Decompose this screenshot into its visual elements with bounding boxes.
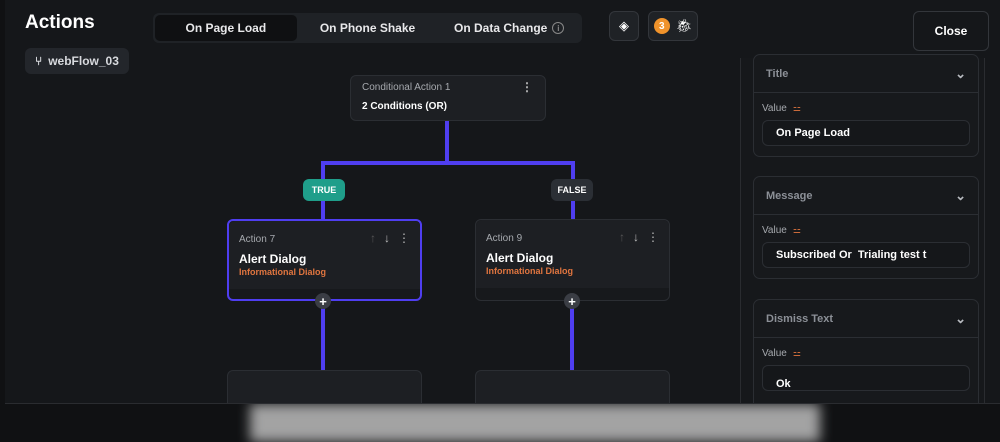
arrow-up-icon[interactable]: ↑ [370, 231, 376, 245]
issue-count-badge: 3 [653, 18, 670, 34]
ai-button[interactable]: ◈ [609, 11, 639, 41]
more-icon[interactable]: ⋮ [398, 231, 410, 245]
action-card-9[interactable]: Action 9 Alert Dialog Informational Dial… [475, 219, 670, 301]
tab-label: On Page Load [185, 21, 267, 35]
tab-label: On Phone Shake [319, 21, 416, 35]
action-subtype: Informational Dialog [486, 266, 574, 276]
more-icon[interactable]: ⋮ [521, 80, 533, 94]
flow-name: webFlow_03 [48, 54, 119, 68]
true-branch-badge: TRUE [303, 179, 345, 201]
dismiss-text-input[interactable]: Ok [762, 365, 970, 391]
action-type: Alert Dialog [239, 252, 307, 266]
action-number: Action 9 [486, 233, 523, 244]
flow-icon: ⑂ [35, 54, 43, 68]
tab-on-data-change[interactable]: On Data Change i [438, 15, 580, 41]
section-title: Title [766, 67, 789, 80]
message-section: Message ⌄ Value ⚍ Subscribed Or Trialing t… [753, 176, 979, 279]
add-action-button[interactable]: + [315, 293, 331, 309]
tab-label: On Data Change [454, 21, 548, 35]
chevron-down-icon[interactable]: ⌄ [955, 310, 966, 326]
section-title: Dismiss Text [766, 312, 834, 325]
value-label: Value [762, 225, 787, 236]
arrow-down-icon[interactable]: ↓ [633, 230, 639, 244]
tab-on-phone-shake[interactable]: On Phone Shake [297, 15, 439, 41]
info-icon[interactable]: i [552, 22, 565, 34]
connector [321, 300, 325, 375]
action-subtype: Informational Dialog [239, 267, 327, 277]
tab-on-page-load[interactable]: On Page Load [155, 15, 297, 41]
variable-icon[interactable]: ⚍ [792, 103, 801, 113]
add-action-button[interactable]: + [564, 293, 580, 309]
chevron-down-icon[interactable]: ⌄ [955, 187, 966, 203]
trigger-tabs: On Page Load On Phone Shake On Data Chan… [153, 13, 582, 43]
connector [445, 120, 449, 164]
value-label: Value [762, 103, 787, 114]
action-card[interactable] [475, 370, 670, 403]
false-branch-badge: FALSE [551, 179, 593, 201]
message-input[interactable]: Subscribed Or Trialing test t [762, 242, 970, 268]
action-card-7[interactable]: Action 7 Alert Dialog Informational Dial… [227, 219, 422, 301]
dismiss-text-section: Dismiss Text ⌄ Value ⚍ Ok [753, 299, 979, 403]
properties-panel: Title ⌄ Value ⚍ On Page Load Message ⌄ Valu… [740, 54, 985, 403]
value-label: Value [762, 348, 787, 359]
background-blur [250, 404, 820, 442]
close-button[interactable]: Close [913, 11, 989, 51]
section-title: Message [766, 189, 813, 202]
variable-icon[interactable]: ⚍ [792, 348, 801, 358]
debug-button[interactable]: 3 🐞︎ [648, 11, 698, 41]
variable-icon[interactable]: ⚍ [792, 225, 801, 235]
conditional-summary: 2 Conditions (OR) [362, 101, 447, 112]
more-icon[interactable]: ⋮ [647, 230, 659, 244]
connector [321, 161, 575, 165]
flow-chip[interactable]: ⑂ webFlow_03 [25, 48, 129, 74]
action-type: Alert Dialog [486, 251, 554, 265]
title-input[interactable]: On Page Load [762, 120, 970, 146]
diamond-icon: ◈ [619, 18, 629, 33]
conditional-action-card[interactable]: Conditional Action 1 2 Conditions (OR) ⋮ [350, 75, 546, 121]
page-title: Actions [25, 12, 95, 33]
arrow-down-icon[interactable]: ↓ [384, 231, 390, 245]
bug-icon: 🐞︎ [675, 18, 693, 33]
action-number: Action 7 [239, 234, 276, 245]
chevron-down-icon[interactable]: ⌄ [955, 65, 966, 81]
title-section: Title ⌄ Value ⚍ On Page Load [753, 54, 979, 157]
arrow-up-icon[interactable]: ↑ [619, 230, 625, 244]
connector [570, 300, 574, 375]
conditional-name: Conditional Action 1 [362, 82, 451, 93]
actions-modal: Actions ⑂ webFlow_03 On Page Load On Phon… [5, 0, 1000, 404]
action-card[interactable] [227, 370, 422, 403]
